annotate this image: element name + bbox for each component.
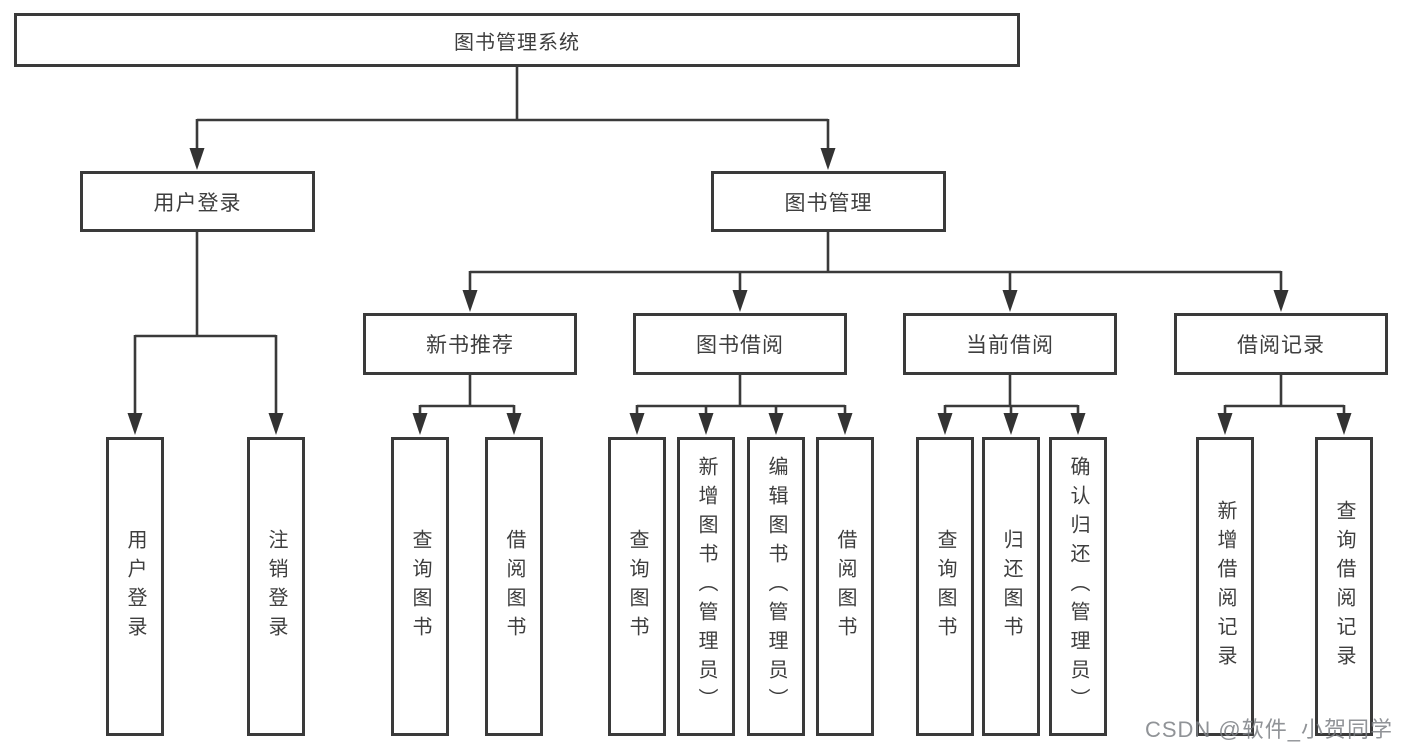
node-new-book-recommend: 新书推荐 [363, 313, 577, 375]
node-label: 用户登录 [153, 191, 242, 215]
leaf-query-borrow-record: 查询借阅记录 [1315, 437, 1373, 736]
node-root: 图书管理系统 [14, 13, 1020, 67]
node-label: 新增借阅记录 [1214, 499, 1236, 674]
node-label: 新增图书（管理员） [695, 456, 717, 717]
leaf-borrow-books-2: 借阅图书 [816, 437, 874, 736]
node-label: 注销登录 [265, 528, 287, 645]
node-book-management: 图书管理 [711, 171, 946, 232]
leaf-query-books-2: 查询图书 [608, 437, 666, 736]
leaf-confirm-return-admin: 确认归还（管理员） [1049, 437, 1107, 736]
leaf-add-borrow-record: 新增借阅记录 [1196, 437, 1254, 736]
node-label: 查询图书 [626, 528, 648, 645]
node-label: 查询图书 [934, 528, 956, 645]
leaf-borrow-books-1: 借阅图书 [485, 437, 543, 736]
leaf-logout: 注销登录 [247, 437, 305, 736]
leaf-edit-books-admin: 编辑图书（管理员） [747, 437, 805, 736]
watermark: CSDN @软件_小贺同学 [1144, 717, 1393, 742]
node-label: 借阅图书 [834, 528, 856, 645]
node-label: 图书借阅 [696, 334, 784, 357]
leaf-query-books-3: 查询图书 [916, 437, 974, 736]
node-label: 借阅图书 [503, 528, 525, 645]
node-label: 新书推荐 [426, 334, 514, 357]
node-current-borrow: 当前借阅 [903, 313, 1117, 375]
node-label: 确认归还（管理员） [1067, 456, 1089, 717]
node-label: 归还图书 [1000, 528, 1022, 645]
node-label: 查询借阅记录 [1333, 499, 1355, 674]
leaf-return-books: 归还图书 [982, 437, 1040, 736]
leaf-user-login: 用户登录 [106, 437, 164, 736]
node-book-borrow: 图书借阅 [633, 313, 847, 375]
leaf-add-books-admin: 新增图书（管理员） [677, 437, 735, 736]
node-label: 编辑图书（管理员） [765, 456, 787, 717]
node-label: 借阅记录 [1237, 334, 1325, 357]
node-label: 图书管理 [784, 191, 873, 215]
node-label: 图书管理系统 [454, 31, 580, 54]
node-label: 查询图书 [409, 528, 431, 645]
leaf-query-books-1: 查询图书 [391, 437, 449, 736]
node-label: 用户登录 [124, 528, 146, 645]
node-borrow-record: 借阅记录 [1174, 313, 1388, 375]
node-label: 当前借阅 [966, 334, 1054, 357]
node-user-login: 用户登录 [80, 171, 315, 232]
